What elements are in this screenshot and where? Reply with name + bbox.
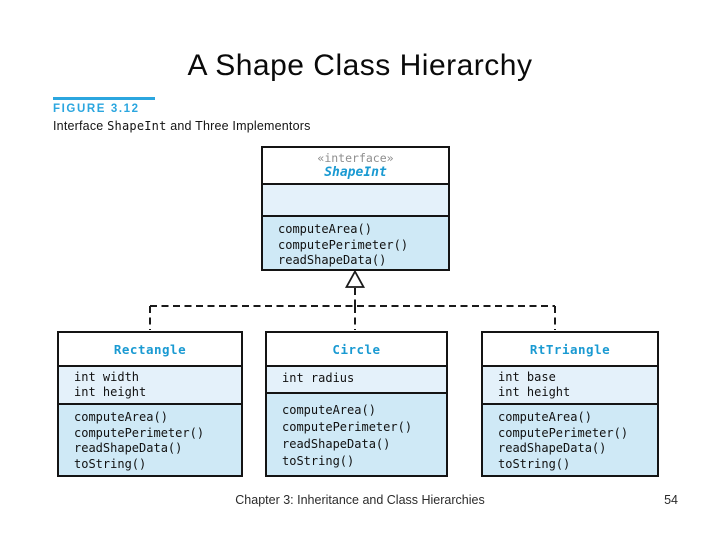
figure-caption-code: ShapeInt bbox=[107, 119, 167, 133]
method-item: computeArea() bbox=[498, 410, 592, 424]
figure-number: FIGURE 3.12 bbox=[53, 103, 140, 115]
class-methods-compartment: computeArea() computePerimeter() readSha… bbox=[267, 392, 446, 475]
method-item: toString() bbox=[282, 454, 355, 468]
class-methods-compartment: computeArea() computePerimeter() readSha… bbox=[483, 403, 657, 475]
method-item: computeArea() bbox=[74, 410, 168, 424]
interface-title-compartment: «interface» ShapeInt bbox=[263, 148, 448, 183]
dashed-realization-lines bbox=[149, 288, 556, 330]
method-item: computeArea() bbox=[282, 403, 376, 417]
class-name: Rectangle bbox=[113, 341, 187, 357]
attribute-item: int radius bbox=[282, 371, 355, 385]
method-item: computePerimeter() bbox=[74, 425, 205, 440]
generalization-arrowhead-icon bbox=[344, 269, 366, 288]
method-item: readShapeData() bbox=[74, 441, 183, 455]
class-name: RtTriangle bbox=[529, 341, 611, 357]
figure-rule bbox=[53, 97, 155, 100]
uml-box-interface-shapeint: «interface» ShapeInt computeArea() compu… bbox=[261, 146, 450, 271]
method-item: toString() bbox=[74, 456, 147, 471]
method-item: computePerimeter() bbox=[282, 420, 413, 434]
class-title-compartment: Rectangle bbox=[59, 333, 241, 365]
interface-stereotype: «interface» bbox=[317, 150, 394, 165]
method-item: computeArea() bbox=[278, 222, 372, 236]
attribute-item: int height bbox=[74, 385, 147, 399]
figure-label-block: FIGURE 3.12 Interface ShapeInt and Three… bbox=[53, 97, 311, 133]
figure-caption-prefix: Interface bbox=[53, 119, 108, 133]
class-attributes-compartment: int base int height bbox=[483, 365, 657, 403]
class-title-compartment: Circle bbox=[267, 333, 446, 365]
figure-caption: Interface ShapeInt and Three Implementor… bbox=[53, 119, 311, 133]
method-item: readShapeData() bbox=[278, 253, 387, 267]
interface-methods-compartment: computeArea() computePerimeter() readSha… bbox=[263, 215, 448, 269]
attribute-item: int base bbox=[498, 370, 556, 384]
attribute-item: int width bbox=[74, 370, 140, 384]
class-name: Circle bbox=[332, 341, 381, 357]
figure-caption-suffix: and Three Implementors bbox=[166, 119, 311, 133]
class-methods-compartment: computeArea() computePerimeter() readSha… bbox=[59, 403, 241, 475]
slide-title: A Shape Class Hierarchy bbox=[187, 49, 533, 82]
footer-chapter-text: Chapter 3: Inheritance and Class Hierarc… bbox=[235, 493, 485, 507]
class-title-compartment: RtTriangle bbox=[483, 333, 657, 365]
interface-name: ShapeInt bbox=[324, 164, 387, 180]
uml-box-class-rttriangle: RtTriangle int base int height computeAr… bbox=[481, 331, 659, 477]
page-number: 54 bbox=[664, 493, 678, 507]
class-attributes-compartment: int width int height bbox=[59, 365, 241, 403]
class-attributes-compartment: int radius bbox=[267, 365, 446, 392]
method-item: computePerimeter() bbox=[278, 237, 409, 252]
uml-box-class-circle: Circle int radius computeArea() computeP… bbox=[265, 331, 448, 477]
interface-attributes-compartment bbox=[263, 183, 448, 215]
uml-box-class-rectangle: Rectangle int width int height computeAr… bbox=[57, 331, 243, 477]
method-item: toString() bbox=[498, 456, 571, 471]
attribute-item: int height bbox=[498, 385, 571, 399]
method-item: computePerimeter() bbox=[498, 425, 629, 440]
method-item: readShapeData() bbox=[498, 441, 607, 455]
method-item: readShapeData() bbox=[282, 437, 391, 451]
